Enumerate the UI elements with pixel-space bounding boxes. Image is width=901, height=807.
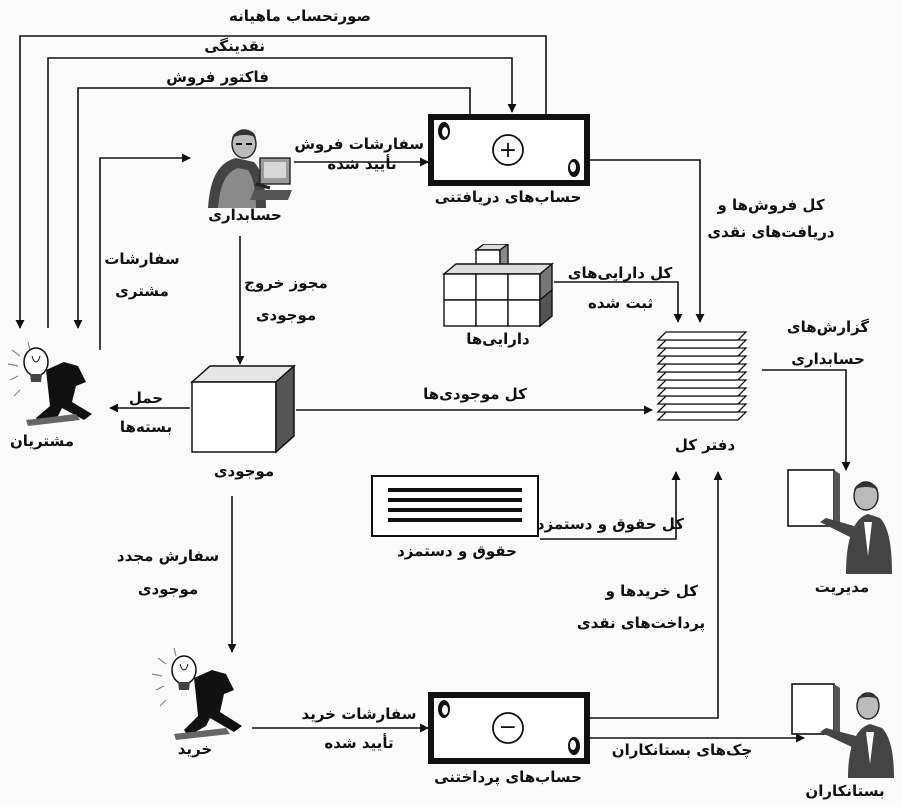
total-purchases-line2: پرداخت‌های نقدی [566, 608, 716, 640]
reorder-line2: موجودی [112, 573, 224, 606]
creditors-presenter-icon [786, 680, 898, 780]
total-assets-label: کل دارایی‌های ثبت شده [564, 258, 676, 318]
purchasing-lightbulb-figure-icon [148, 646, 248, 740]
total-purchases-label: کل خریدها و پرداخت‌های نقدی [566, 576, 716, 639]
total-sales-label: کل فروش‌ها و دریافت‌های نقدی [704, 192, 838, 246]
receivables-caption: حساب‌های دریافتنی [420, 188, 596, 206]
accounting-reports-line2: حسابداری [776, 344, 880, 376]
ledger-caption: دفتر کل [660, 436, 750, 454]
approved-purchase-orders-line1: سفارشات خرید [296, 700, 422, 729]
svg-text:−: − [499, 715, 517, 740]
customers-lightbulb-figure-icon [6, 340, 98, 426]
inventory-release-line2: موجودی [244, 300, 328, 332]
payables-caption: حساب‌های پرداختنی [420, 768, 596, 786]
management-caption: مدیریت [790, 578, 894, 596]
ship-packages-label: حمل بسته‌ها [108, 384, 184, 441]
approved-purchase-orders-line2: تأیید شده [296, 729, 422, 758]
accounting-reports-line1: گزارش‌های [776, 312, 880, 344]
reorder-line1: سفارش مجدد [112, 540, 224, 573]
monthly-statement-label: صورتحساب ماهیانه [229, 6, 371, 26]
assets-caption: دارایی‌ها [440, 330, 556, 348]
ship-packages-line1: حمل [108, 384, 184, 413]
total-purchases-line1: کل خریدها و [566, 576, 716, 608]
payroll-caption: حقوق و دستمزد [382, 542, 532, 560]
accounting-reports-arrow [762, 370, 846, 470]
assets-blocks-icon [436, 244, 560, 330]
inventory-box-icon [188, 364, 298, 456]
svg-text:+: + [499, 138, 517, 163]
total-assets-line1: کل دارایی‌های [564, 258, 676, 288]
total-sales-line2: دریافت‌های نقدی [704, 219, 838, 246]
approved-sales-orders-line2: تأیید شده [300, 154, 424, 174]
payroll-document-icon [370, 474, 540, 540]
purchasing-caption: خرید [150, 740, 240, 758]
accounting-caption: حسابداری [196, 206, 294, 224]
receivables-ledger-icon: + [428, 114, 590, 186]
creditors-caption: بستانکاران [792, 782, 898, 800]
approved-purchase-orders-label: سفارشات خرید تأیید شده [296, 700, 422, 757]
inventory-release-label: مجوز خروج موجودی [244, 268, 328, 331]
customer-orders-label: سفارشات مشتری [104, 244, 180, 307]
inventory-caption: موجودی [196, 462, 292, 480]
total-assets-line2: ثبت شده [564, 288, 676, 318]
accountant-at-computer-icon [196, 124, 294, 210]
general-ledger-stack-icon [654, 324, 750, 428]
approved-sales-orders-label: سفارشات فروش تأیید شده [300, 134, 424, 175]
customer-orders-line2: مشتری [104, 276, 180, 308]
inventory-release-line1: مجوز خروج [244, 268, 328, 300]
sales-invoice-label: فاکتور فروش [166, 67, 269, 87]
total-payroll-label: کل حقوق و دستمزد [544, 514, 684, 534]
accounting-reports-label: گزارش‌های حسابداری [776, 312, 880, 375]
customer-orders-line1: سفارشات [104, 244, 180, 276]
total-inventory-label: کل موجودی‌ها [400, 384, 550, 404]
cash-label: نقدینگی [204, 36, 265, 56]
customers-caption: مشتریان [0, 432, 84, 450]
approved-sales-orders-line1: سفارشات فروش [300, 134, 424, 154]
creditor-checks-label: چک‌های بستانکاران [604, 740, 760, 760]
total-sales-line1: کل فروش‌ها و [704, 192, 838, 219]
ship-packages-line2: بسته‌ها [108, 413, 184, 442]
reorder-inventory-label: سفارش مجدد موجودی [112, 540, 224, 606]
payables-ledger-icon: − [428, 692, 590, 764]
management-presenter-icon [780, 466, 896, 576]
